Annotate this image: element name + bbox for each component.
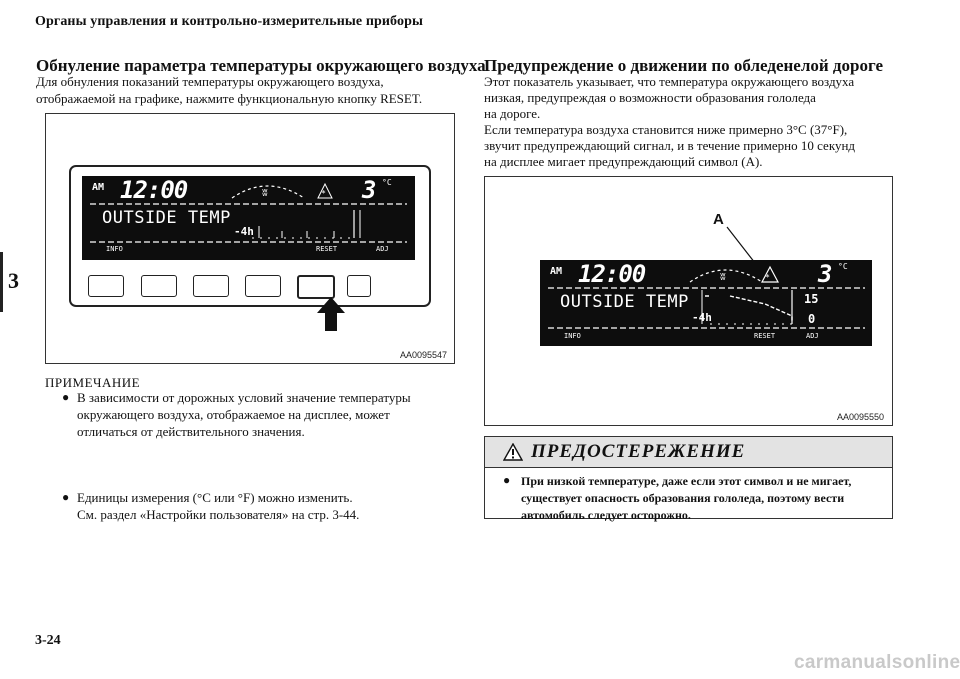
warning-header: ПРЕДОСТЕРЕЖЕНИЕ bbox=[485, 437, 892, 468]
svg-text:*: * bbox=[322, 189, 326, 198]
right-figure-caption: AA0095550 bbox=[837, 412, 885, 422]
right-p2-line-3: на дисплее мигает предупреждающий символ… bbox=[484, 154, 763, 169]
mode-label: OUTSIDE TEMP bbox=[102, 208, 231, 228]
callout-label: A bbox=[713, 211, 724, 228]
info-button-label: INFO bbox=[564, 332, 581, 340]
reset-button[interactable] bbox=[297, 275, 335, 299]
right-p2-line-1: Если температура воздуха становится ниже… bbox=[484, 122, 848, 137]
reset-button-label: RESET bbox=[754, 332, 776, 340]
temperature-unit: °C bbox=[838, 262, 848, 271]
right-figure: A ʬ * AM 12:00 3 °C OUTSIDE TEMP 15 0 -4… bbox=[484, 176, 893, 426]
clock: 12:00 bbox=[578, 260, 646, 288]
lcd-screen: ʬ * AM 12:00 3 °C OUTSIDE TEMP -4h INFO … bbox=[82, 176, 415, 260]
time-axis-label: -4h bbox=[234, 225, 254, 238]
right-section-title: Предупреждение о движении по обледенелой… bbox=[484, 56, 884, 75]
lcd-graphics: ʬ * bbox=[90, 182, 407, 243]
am-indicator: AM bbox=[550, 266, 563, 277]
chapter-number: 3 bbox=[8, 268, 19, 293]
graph-low-value: 0 bbox=[808, 312, 816, 326]
bullet-icon: ● bbox=[503, 473, 511, 487]
warning-line-1: При низкой температуре, даже если этот с… bbox=[521, 474, 852, 488]
page-header: Органы управления и контрольно-измерител… bbox=[35, 14, 423, 29]
warning-triangle-icon bbox=[503, 443, 523, 461]
mode-label: OUTSIDE TEMP bbox=[560, 292, 689, 312]
left-figure-caption: AA0095547 bbox=[400, 350, 448, 360]
right-p1-line-2: низкая, предупреждая о возможности образ… bbox=[484, 90, 816, 105]
clock: 12:00 bbox=[120, 176, 188, 204]
right-p1-line-1: Этот показатель указывает, что температу… bbox=[484, 74, 855, 89]
left-figure: ʬ * AM 12:00 3 °C OUTSIDE TEMP -4h INFO … bbox=[45, 113, 455, 364]
multi-info-display-unit: ʬ * AM 12:00 3 °C OUTSIDE TEMP -4h INFO … bbox=[69, 165, 431, 307]
graph-high-value: 15 bbox=[804, 292, 819, 306]
adj-button-label: ADJ bbox=[376, 245, 389, 253]
rail-icon: ʬ bbox=[262, 186, 268, 199]
bullet-icon: ● bbox=[62, 490, 70, 504]
lcd-graphics-warning: ʬ * bbox=[548, 265, 865, 329]
warning-text: При низкой температуре, даже если этот с… bbox=[521, 473, 881, 524]
left-intro-line-1: Для обнуления показаний температуры окру… bbox=[36, 74, 384, 89]
warning-title: ПРЕДОСТЕРЕЖЕНИЕ bbox=[531, 441, 746, 462]
right-p1-line-3: на дороге. bbox=[484, 106, 541, 121]
chapter-tab bbox=[0, 252, 25, 312]
note-item-1: ● В зависимости от дорожных условий знач… bbox=[45, 389, 497, 440]
press-arrow-icon bbox=[317, 297, 345, 331]
adj-button-label: ADJ bbox=[806, 332, 819, 340]
ice-warning-icon bbox=[317, 182, 333, 199]
page-number: 3-24 bbox=[35, 633, 61, 648]
bullet-icon: ● bbox=[62, 390, 70, 404]
temperature-value: 3 bbox=[818, 260, 833, 288]
reset-button-label: RESET bbox=[316, 245, 338, 253]
right-p2-line-2: звучит предупреждающий сигнал, и в течен… bbox=[484, 138, 856, 153]
temperature-unit: °C bbox=[382, 178, 392, 187]
warning-line-3: автомобиль следует осторожно. bbox=[521, 508, 691, 522]
left-section-title: Обнуление параметра температуры окружающ… bbox=[36, 56, 486, 75]
note-1-line-2: окружающего воздуха, отображаемое на дис… bbox=[77, 407, 390, 422]
function-button-6[interactable] bbox=[347, 275, 371, 297]
function-button-2[interactable] bbox=[141, 275, 177, 297]
svg-text:*: * bbox=[766, 273, 770, 282]
note-item-2: ● Единицы измерения (°С или °F) можно из… bbox=[45, 489, 497, 523]
warning-box: ПРЕДОСТЕРЕЖЕНИЕ ● При низкой температуре… bbox=[484, 436, 893, 522]
function-button-4[interactable] bbox=[245, 275, 281, 297]
temperature-value: 3 bbox=[362, 176, 377, 204]
function-button-1[interactable] bbox=[88, 275, 124, 297]
lcd-screen-warning: ʬ * AM 12:00 3 °C OUTSIDE TEMP 15 0 -4h … bbox=[540, 260, 872, 346]
warning-line-2: существует опасность образования гололед… bbox=[521, 491, 845, 505]
note-2-line-2: См. раздел «Настройки пользователя» на с… bbox=[77, 507, 360, 522]
watermark: carmanualsonline.info bbox=[794, 652, 960, 673]
left-intro-line-2: отображаемой на графике, нажмите функцио… bbox=[36, 91, 423, 106]
note-1-line-3: отличаться от действительного значения. bbox=[77, 424, 305, 439]
info-button-label: INFO bbox=[106, 245, 123, 253]
note-title: ПРИМЕЧАНИЕ bbox=[45, 375, 141, 390]
function-button-3[interactable] bbox=[193, 275, 229, 297]
ice-warning-icon bbox=[761, 265, 779, 283]
time-axis-label: -4h bbox=[692, 311, 712, 324]
am-indicator: AM bbox=[92, 182, 105, 193]
note-1-line-1: В зависимости от дорожных условий значен… bbox=[77, 390, 411, 405]
note-2-line-1: Единицы измерения (°С или °F) можно изме… bbox=[77, 490, 353, 505]
svg-text:ʬ: ʬ bbox=[720, 270, 726, 283]
